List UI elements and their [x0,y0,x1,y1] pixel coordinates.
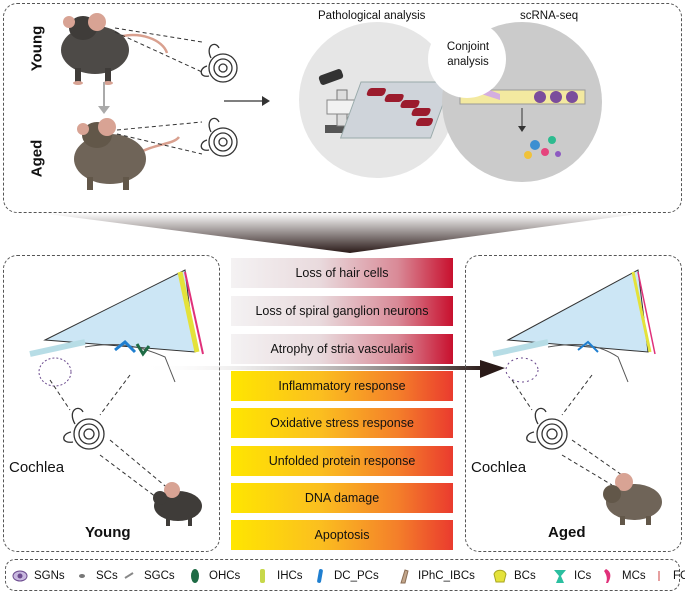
aged-dashed-connectors [116,121,203,155]
conjoint-circle [428,20,506,98]
hallmark-bar: Atrophy of stria vascularis [231,334,453,364]
young-label: Young [28,25,46,72]
hallmark-bar: Inflammatory response [231,371,453,401]
legend-label: SCs [96,570,118,582]
hallmark-bar-label: Oxidative stress response [270,416,414,430]
hallmark-bar-label: Loss of spiral ganglion neurons [255,304,429,318]
aged-bottom-connectors [511,374,623,486]
aged-cochlea-section [492,269,656,383]
funnel-shadow [40,213,645,253]
pathology-title: Pathological analysis [318,10,426,22]
young-mouse-illustration [61,13,169,85]
iphc-cell-icon [400,569,409,584]
legend-item: OHCs [187,568,240,584]
legend-label: IPhC_IBCs [418,570,475,582]
conjoint-label: Conjoint analysis [446,41,490,68]
legend-item: ICs [552,568,591,584]
aged-cochlea-icon [200,117,238,157]
legend-item: MCs [600,568,646,584]
legend-item: DC_PCs [312,568,379,584]
legend-item: IPhC_IBCs [396,568,475,584]
aged-label: Aged [28,139,46,178]
legend-label: MCs [622,570,646,582]
hallmark-bar-label: Unfolded protein response [268,454,416,468]
young-mouse-small [153,482,202,526]
right-cochlea-label: Cochlea [471,459,527,476]
sgc-cell-icon [124,572,134,579]
legend-label: SGCs [144,570,175,582]
young-to-aged-arrow [98,82,110,114]
young-cochlea-icon [200,43,238,83]
pathology-circle [299,22,455,178]
hallmark-bar: DNA damage [231,483,453,513]
aged-mouse-illustration [74,118,180,190]
young-bottom-cochlea [63,407,105,450]
legend-label: BCs [514,570,536,582]
hallmark-bar-label: Apoptosis [314,528,370,542]
young-bottom-connectors [49,374,171,501]
left-cochlea-label: Cochlea [9,459,65,476]
hallmark-bar-label: Inflammatory response [278,379,406,393]
left-young-panel [3,255,220,552]
dcpc-cell-icon [317,569,323,583]
aged-bottom-cochlea [526,407,568,450]
legend-label: ICs [574,570,592,582]
ohc-cell-icon [191,569,199,583]
legend-item: SGCs [122,568,175,584]
fc-cell-icon [658,571,660,581]
legend-label: IHCs [277,570,303,582]
legend-item: FCs [651,568,685,584]
hallmark-bar: Apoptosis [231,520,453,550]
cell-type-legend: SGNs SCs SGCs OHCs IHCs DC_PCs IPhC_IBCs BCs ICs… [5,559,685,591]
mc-cell-icon [604,569,611,583]
young-dashed-connectors [114,27,203,73]
legend-label: DC_PCs [334,570,379,582]
sgn-cell-icon [12,570,28,582]
ihc-cell-icon [260,569,265,583]
legend-item: SGNs [12,568,65,584]
legend-label: OHCs [209,570,241,582]
legend-item: SCs [74,568,118,584]
young-to-aged-long-arrow [140,360,505,378]
right-aged-panel [465,255,682,552]
scrna-title: scRNA-seq [520,10,579,22]
to-analysis-arrow [224,96,270,106]
aged-mouse-small [603,473,662,525]
left-age-label: Young [85,524,131,541]
hallmark-bar: Loss of spiral ganglion neurons [231,296,453,326]
legend-item: BCs [492,568,536,584]
right-age-label: Aged [548,524,586,541]
bc-cell-icon [493,569,507,583]
top-panel [3,3,682,213]
hallmark-bar: Oxidative stress response [231,408,453,438]
legend-label: FCs [673,570,685,582]
hallmark-bar-label: DNA damage [304,491,380,505]
hallmark-bar: Unfolded protein response [231,446,453,476]
sc-cell-icon [79,574,85,578]
hallmark-bar: Loss of hair cells [231,258,453,288]
hallmark-bar-label: Loss of hair cells [295,266,389,280]
ic-cell-icon [554,570,566,583]
legend-label: SGNs [34,570,65,582]
young-cochlea-section [29,269,204,387]
hallmark-bar-label: Atrophy of stria vascularis [270,342,414,356]
legend-item: IHCs [255,568,303,584]
